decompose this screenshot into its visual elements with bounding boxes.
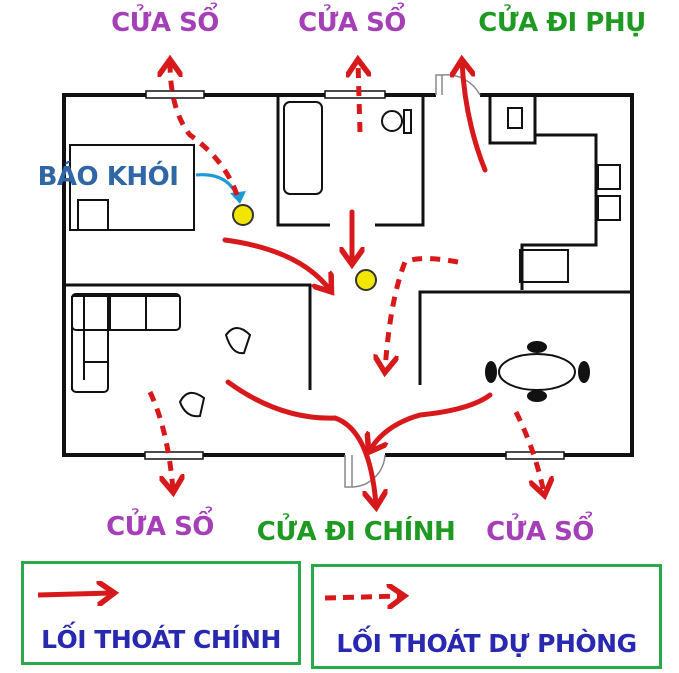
kitchen-sink (597, 164, 621, 190)
toilet-tank (403, 109, 412, 134)
interior-walls (64, 95, 632, 390)
backup-exit-arrow-bedroom-window (170, 62, 240, 196)
outer-walls (62, 93, 634, 457)
armchair-2 (178, 391, 206, 418)
toilet (381, 110, 403, 132)
legend-main-exit: LỐI THOÁT CHÍNH (21, 561, 301, 665)
main-door (344, 454, 386, 488)
windows (144, 90, 565, 460)
backup-exit-arrows (147, 62, 544, 493)
backup-exit-arrow-bathroom-window (358, 62, 360, 133)
backup-exit-arrow-living-window (147, 390, 173, 490)
side-door (435, 74, 481, 96)
backup-exit-arrow-dining-window (513, 410, 544, 493)
window-bottom-left (144, 451, 204, 460)
bed-nightstand (77, 199, 109, 231)
kitchen-sink-small (507, 107, 523, 129)
window-top-left (145, 90, 205, 99)
main-exit-arrow-living (225, 379, 376, 505)
legend-main-exit-label: LỐI THOÁT CHÍNH (41, 625, 281, 654)
label-side-door: CỬA ĐI PHỤ (478, 8, 646, 38)
legend-backup-exit-label: LỐI THOÁT DỰ PHÒNG (336, 629, 637, 658)
bathtub (283, 101, 323, 195)
furniture (69, 101, 621, 418)
main-exit-arrow-dining (370, 392, 493, 450)
label-window-bottom-right: CỬA SỔ (486, 517, 594, 547)
main-exit-arrow-bedroom (222, 237, 330, 290)
label-window-bottom-left: CỬA SỔ (106, 512, 214, 542)
label-main-door: CỬA ĐI CHÍNH (256, 517, 456, 547)
legend-backup-exit: LỐI THOÁT DỰ PHÒNG (311, 564, 662, 669)
smoke-detector-hall (355, 269, 377, 291)
legend-dashed-arrow-icon (324, 596, 402, 598)
label-smoke-alarm: BÁO KHÓI (37, 162, 179, 192)
armchair (224, 327, 252, 355)
label-window-top-middle: CỬA SỔ (298, 8, 406, 38)
smoke-detector-bedroom (232, 204, 254, 226)
main-exit-arrows (222, 62, 493, 505)
legend-solid-arrow-icon (37, 593, 112, 595)
label-window-top-left: CỬA SỔ (111, 8, 219, 38)
main-exit-arrow-kitchen (462, 62, 488, 173)
stove (519, 249, 569, 283)
backup-exit-arrow-hall (385, 256, 459, 371)
kitchen-sink-2 (597, 195, 621, 221)
sofa (71, 295, 180, 390)
dining-table (498, 353, 576, 391)
bed (69, 144, 195, 231)
window-top-middle (324, 90, 386, 99)
